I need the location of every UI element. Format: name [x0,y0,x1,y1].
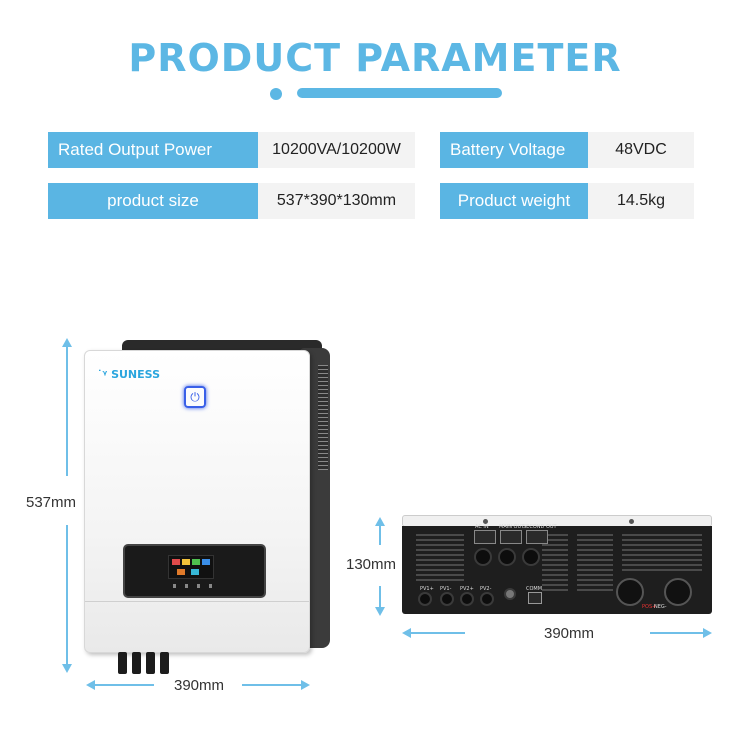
battery-negative-port [664,578,692,606]
spec-value-rated-output-power: 10200VA/10200W [258,132,415,168]
ac-gland-port [522,548,540,566]
port-label: PV2+ [460,586,474,592]
dc-connector [132,652,141,674]
ground-screw-icon [504,588,516,600]
inverter-bottom-panel: AC IN MAIN OUT SECOND OUT PV1+ PV1- PV2+… [402,524,712,614]
port-label: PV1- [440,586,452,592]
arrow-down-icon [375,607,385,616]
dc-connector [118,652,127,674]
ac-gland-port [474,548,492,566]
side-vent-grille [318,365,328,470]
lcd-screen [168,555,214,579]
spec-label-rated-output-power: Rated Output Power [48,132,258,168]
pv-connector [460,592,474,606]
spec-label-product-size: product size [48,183,258,219]
spec-value-product-size: 537*390*130mm [258,183,415,219]
ac-label: MAIN OUT [499,524,525,530]
power-button-icon: ⏻ [184,386,206,408]
dc-connector [146,652,155,674]
spec-value-product-weight: 14.5kg [588,183,694,219]
ac-label: SECOND OUT [523,524,557,530]
front-width-line-left [94,684,154,686]
inverter-front-panel: ˙ᵞ SUNESS ⏻ [84,350,310,653]
battery-positive-port [616,578,644,606]
arrow-up-icon [62,338,72,347]
brand-logo: ˙ᵞ SUNESS [97,368,160,381]
spec-label-battery-voltage: Battery Voltage [440,132,588,168]
pv-connector [418,592,432,606]
depth-line-bottom [379,586,381,608]
arrow-left-icon [402,628,411,638]
lcd-display-panel [123,544,266,598]
main-out-terminal [500,530,522,544]
height-dimension-line-bottom [66,525,68,665]
battery-label: NEG- [654,604,667,610]
bottom-depth-label: 130mm [346,556,397,573]
title-underline-decoration [297,88,502,98]
pv-connector [440,592,454,606]
port-label: PV2- [480,586,492,592]
spec-label-product-weight: Product weight [440,183,588,219]
arrow-right-icon [301,680,310,690]
page-title: PRODUCT PARAMETER [128,36,622,80]
display-indicator-leds [173,584,213,588]
arrow-left-icon [86,680,95,690]
spec-value-battery-voltage: 48VDC [588,132,694,168]
front-panel-seam [85,601,309,602]
front-height-label: 537mm [26,494,77,511]
bottom-width-label: 390mm [544,625,595,642]
comm-label: COMM [526,586,543,592]
bottom-width-line-right [650,632,704,634]
brand-mark-icon: ˙ᵞ [97,368,108,381]
port-label: PV1+ [420,586,434,592]
arrow-right-icon [703,628,712,638]
dc-connector [160,652,169,674]
front-width-line-right [242,684,302,686]
depth-line-top [379,525,381,545]
vent-grille [416,534,464,582]
arrow-down-icon [62,664,72,673]
second-out-terminal [526,530,548,544]
ac-in-terminal [474,530,496,544]
bottom-width-line-left [410,632,465,634]
comm-port [528,592,542,604]
ac-gland-port [498,548,516,566]
brand-name: SUNESS [111,368,160,381]
arrow-up-icon [375,517,385,526]
battery-label: POS+ [642,604,657,610]
vent-grille [577,534,613,592]
pv-connector [480,592,494,606]
height-dimension-line-top [66,346,68,476]
front-width-label: 390mm [174,677,225,694]
vent-grille [622,534,702,574]
ac-label: AC IN [475,524,489,530]
title-dot-decoration [270,88,282,100]
